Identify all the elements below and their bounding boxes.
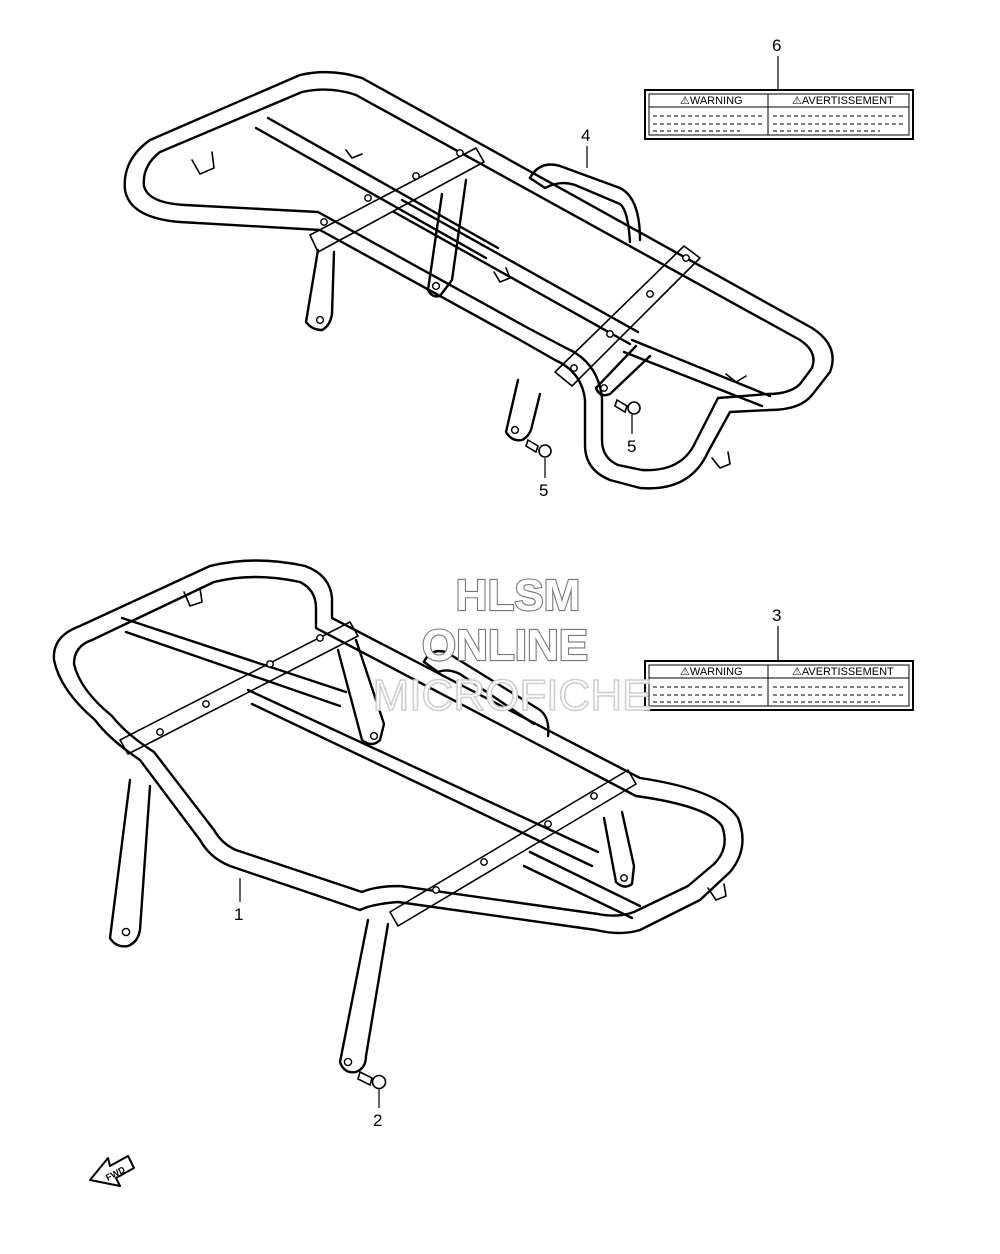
callout-1: 1 — [234, 905, 243, 924]
rear-carrier — [123, 70, 834, 490]
callout-5-right: 5 — [627, 437, 636, 456]
warning-label-top-left: ⚠WARNING — [680, 95, 743, 107]
front-carrier — [52, 559, 744, 1090]
callout-5-left: 5 — [539, 481, 548, 500]
callout-2: 2 — [373, 1111, 382, 1130]
warning-label-bottom: ⚠WARNING ⚠AVERTISSEMENT — [644, 660, 914, 711]
warning-label-bottom-right: ⚠AVERTISSEMENT — [792, 666, 894, 678]
callout-6: 6 — [772, 36, 781, 55]
bolt-5a — [525, 438, 552, 458]
bolt-5b — [614, 398, 641, 415]
warning-label-top: ⚠WARNING ⚠AVERTISSEMENT — [644, 89, 914, 140]
bolt-2 — [357, 1070, 387, 1090]
warning-label-top-right: ⚠AVERTISSEMENT — [792, 95, 894, 107]
leader-lines — [239, 56, 779, 1108]
watermark-line-2: ONLINE — [422, 621, 588, 670]
callout-3: 3 — [772, 606, 781, 625]
watermark-line-3: MICROFICHE — [373, 671, 652, 720]
warning-label-bottom-left: ⚠WARNING — [680, 666, 743, 678]
callout-4: 4 — [581, 126, 590, 145]
fwd-arrow: FWD — [89, 1155, 135, 1187]
watermark-line-1: HLSM — [456, 571, 581, 620]
watermark: HLSM ONLINE MICROFICHE — [372, 570, 652, 721]
